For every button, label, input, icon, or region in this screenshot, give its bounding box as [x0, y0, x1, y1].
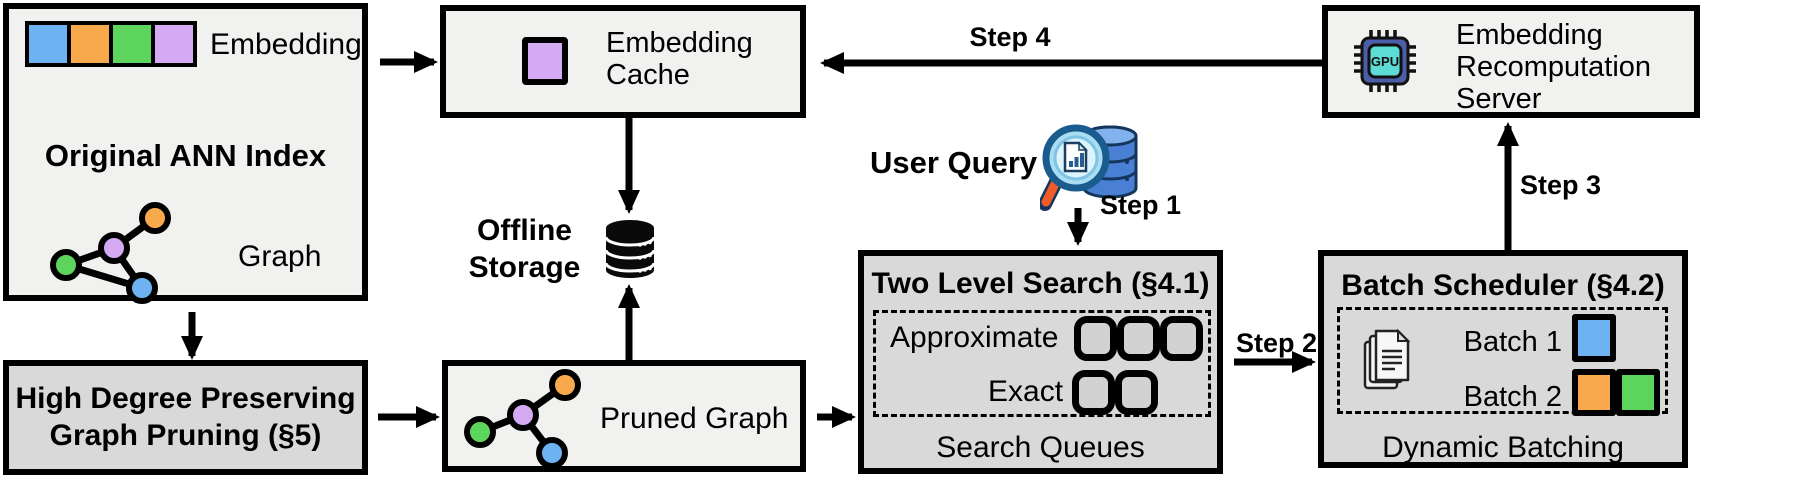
batch2-squares	[1572, 369, 1660, 416]
two-level-search-box: Two Level Search (§4.1) Approximate Exac…	[858, 250, 1223, 474]
recomputation-server-line3: Server	[1456, 83, 1542, 115]
step3-label: Step 3	[1520, 170, 1602, 200]
queue-slot	[1117, 316, 1160, 361]
two-level-search-title: Two Level Search (§4.1)	[871, 267, 1210, 300]
graph-pruning-title: High Degree Preserving Graph Pruning (§5…	[9, 380, 362, 454]
graph-label: Graph	[238, 240, 322, 273]
batch1-square	[1572, 314, 1616, 362]
graph-pruning-box: High Degree Preserving Graph Pruning (§5…	[3, 360, 368, 475]
graph-pruning-title-line2: Graph Pruning (§5)	[49, 419, 322, 452]
recomputation-server-line2: Recomputation	[1456, 51, 1652, 83]
queue-slot	[1160, 316, 1203, 361]
queue-slot	[1072, 370, 1115, 415]
documents-icon	[1363, 328, 1411, 390]
pruned-graph-box: Pruned Graph	[442, 360, 806, 472]
recomputation-server-line1: Embedding	[1456, 19, 1603, 51]
embedding-cache-line2: Cache	[606, 59, 690, 91]
embedding-cell-blue	[29, 25, 67, 63]
step1-label: Step 1	[1100, 190, 1182, 220]
dynamic-batching-dashed-box	[1337, 307, 1668, 414]
user-query-icon	[1040, 124, 1138, 211]
batch-scheduler-title: Batch Scheduler (§4.2)	[1341, 269, 1665, 302]
batch-scheduler-box: Batch Scheduler (§4.2) Batch 1 Batch 2 D…	[1318, 250, 1688, 468]
approximate-queues	[1074, 316, 1203, 361]
cached-embedding-square	[522, 37, 568, 85]
dynamic-batching-caption: Dynamic Batching	[1382, 431, 1624, 464]
offline-storage-line1: Offline	[477, 214, 572, 247]
graph-icon	[50, 202, 171, 304]
search-queues-caption: Search Queues	[936, 431, 1145, 464]
embedding-strip-icon	[25, 21, 197, 67]
pruned-graph-label: Pruned Graph	[600, 402, 789, 435]
recomputation-server-box: GPU Embedding Recomputation Server	[1322, 5, 1700, 118]
graph-pruning-title-line1: High Degree Preserving	[15, 382, 356, 415]
queue-slot	[1115, 370, 1158, 415]
user-query-label: User Query	[870, 145, 1038, 180]
offline-storage-line2: Storage	[468, 251, 581, 284]
gpu-chip-icon: GPU	[1354, 30, 1416, 92]
exact-label: Exact	[988, 375, 1064, 408]
offline-storage-database-icon	[604, 220, 656, 278]
pruned-graph-icon	[464, 369, 581, 466]
embedding-cell-purple	[155, 25, 193, 63]
step2-label: Step 2	[1236, 328, 1318, 358]
ann-index-title: Original ANN Index	[44, 138, 327, 173]
batch2-label: Batch 2	[1463, 381, 1562, 413]
recomputation-server-label: Embedding Recomputation Server	[1456, 19, 1651, 115]
embedding-cell-green	[113, 25, 151, 63]
approximate-label: Approximate	[890, 321, 1059, 354]
exact-queues	[1072, 370, 1158, 415]
batch1-label: Batch 1	[1463, 326, 1562, 358]
embedding-cell-orange	[71, 25, 109, 63]
embedding-cache-label: Embedding Cache	[606, 27, 753, 91]
batch2-square-orange	[1572, 369, 1616, 416]
embedding-label: Embedding	[210, 28, 362, 61]
original-ann-index-box: Embedding Original ANN Index Graph	[3, 3, 368, 304]
batch2-square-green	[1616, 369, 1660, 416]
step4-label: Step 4	[969, 22, 1051, 52]
gpu-chip-label: GPU	[1371, 54, 1399, 69]
embedding-cache-box: Embedding Cache	[440, 5, 806, 118]
offline-storage-label: Offline Storage	[452, 212, 597, 286]
search-queues-dashed-box	[873, 310, 1211, 417]
queue-slot	[1074, 316, 1117, 361]
embedding-cache-line1: Embedding	[606, 27, 753, 59]
